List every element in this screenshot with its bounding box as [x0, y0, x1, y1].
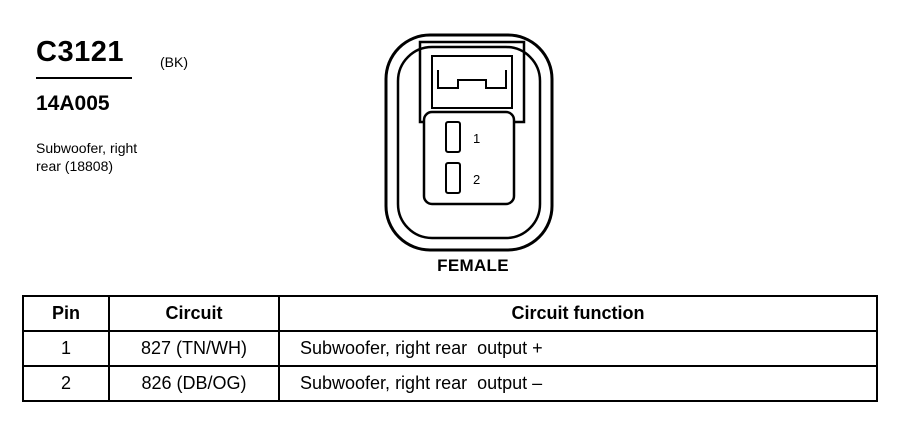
- connector-id: C3121: [36, 36, 124, 68]
- connector-inner-housing: [396, 45, 542, 240]
- header-pin: Pin: [22, 295, 110, 332]
- pin-2-cavity: [445, 162, 461, 194]
- table-row: 2 826 (DB/OG) Subwoofer, right rear outp…: [22, 365, 878, 402]
- cell-circuit: 827 (TN/WH): [108, 330, 280, 367]
- table-header-row: Pin Circuit Circuit function: [22, 295, 878, 332]
- pin-2-label: 2: [473, 172, 480, 187]
- pin-1-cavity: [445, 121, 461, 153]
- pin-cavity-block: [422, 110, 516, 206]
- pin-circuit-table: Pin Circuit Circuit function 1 827 (TN/W…: [22, 295, 878, 402]
- locking-tab-inner: [431, 55, 513, 109]
- cell-circuit: 826 (DB/OG): [108, 365, 280, 402]
- locking-tab-outer: [418, 40, 526, 124]
- cell-function: Subwoofer, right rear output +: [278, 330, 878, 367]
- title-underline: [36, 77, 132, 79]
- description-line-1: Subwoofer, right: [36, 140, 138, 156]
- locking-tab-latch: [437, 70, 507, 89]
- cell-pin: 1: [22, 330, 110, 367]
- cell-function: Subwoofer, right rear output –: [278, 365, 878, 402]
- connector-face-diagram: 1 2: [384, 33, 554, 252]
- description-line-2: rear (18808): [36, 158, 114, 174]
- table-row: 1 827 (TN/WH) Subwoofer, right rear outp…: [22, 330, 878, 367]
- header-circuit: Circuit: [108, 295, 280, 332]
- pin-1-label: 1: [473, 131, 480, 146]
- connector-outer-housing: [384, 33, 554, 252]
- gender-label: FEMALE: [437, 256, 509, 275]
- header-circuit-function: Circuit function: [278, 295, 878, 332]
- part-number: 14A005: [36, 92, 110, 115]
- cell-pin: 2: [22, 365, 110, 402]
- connector-description: Subwoofer, right rear (18808): [36, 139, 137, 175]
- color-code: (BK): [160, 54, 188, 70]
